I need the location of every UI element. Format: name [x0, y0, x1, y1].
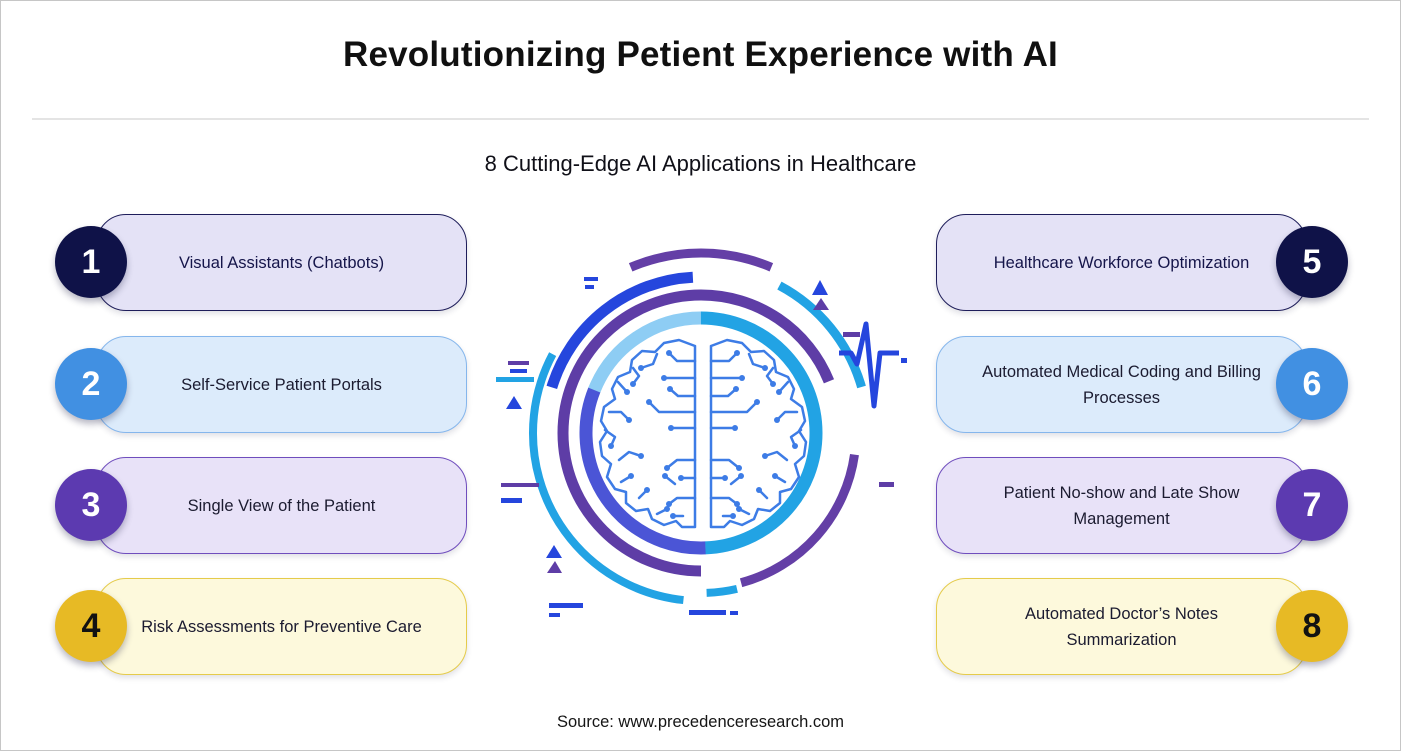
item-number-badge: 7: [1276, 469, 1348, 541]
heartbeat-icon: [839, 321, 907, 409]
list-item-1: Visual Assistants (Chatbots) 1: [55, 214, 467, 311]
item-card: Single View of the Patient: [96, 457, 467, 554]
item-card: Automated Medical Coding and Billing Pro…: [936, 336, 1307, 433]
item-number-badge: 1: [55, 226, 127, 298]
item-card: Patient No-show and Late Show Management: [936, 457, 1307, 554]
item-label: Healthcare Workforce Optimization: [993, 253, 1250, 272]
list-item-2: Self-Service Patient Portals 2: [55, 336, 467, 433]
list-item-7: Patient No-show and Late Show Management…: [936, 457, 1354, 554]
brain-icon: [598, 338, 808, 529]
decorative-dashes: [496, 277, 894, 617]
item-label: Single View of the Patient: [187, 496, 376, 515]
item-number-badge: 5: [1276, 226, 1348, 298]
item-label: Automated Doctor’s Notes Summarization: [1025, 604, 1218, 649]
list-item-8: Automated Doctor’s Notes Summarization 8: [936, 578, 1354, 675]
item-label: Visual Assistants (Chatbots): [178, 253, 385, 272]
item-card: Risk Assessments for Preventive Care: [96, 578, 467, 675]
list-item-4: Risk Assessments for Preventive Care 4: [55, 578, 467, 675]
item-label: Automated Medical Coding and Billing Pro…: [982, 362, 1261, 407]
item-number-badge: 8: [1276, 590, 1348, 662]
ai-brain-circuit-icon: [481, 246, 921, 656]
list-item-5: Healthcare Workforce Optimization 5: [936, 214, 1354, 311]
item-number-badge: 6: [1276, 348, 1348, 420]
item-label: Patient No-show and Late Show Management: [1003, 483, 1240, 528]
item-card: Visual Assistants (Chatbots): [96, 214, 467, 311]
item-card: Self-Service Patient Portals: [96, 336, 467, 433]
item-card: Healthcare Workforce Optimization: [936, 214, 1307, 311]
item-label: Self-Service Patient Portals: [181, 375, 382, 394]
item-label: Risk Assessments for Preventive Care: [141, 617, 422, 636]
page-subtitle: 8 Cutting-Edge AI Applications in Health…: [484, 151, 917, 176]
item-number-badge: 4: [55, 590, 127, 662]
page-title: Revolutionizing Petient Experience with …: [343, 35, 1058, 74]
item-number-badge: 3: [55, 469, 127, 541]
item-card: Automated Doctor’s Notes Summarization: [936, 578, 1307, 675]
header-divider: [32, 118, 1369, 120]
item-number-badge: 2: [55, 348, 127, 420]
list-item-6: Automated Medical Coding and Billing Pro…: [936, 336, 1354, 433]
source-credit: Source: www.precedenceresearch.com: [556, 713, 845, 731]
list-item-3: Single View of the Patient 3: [55, 457, 467, 554]
